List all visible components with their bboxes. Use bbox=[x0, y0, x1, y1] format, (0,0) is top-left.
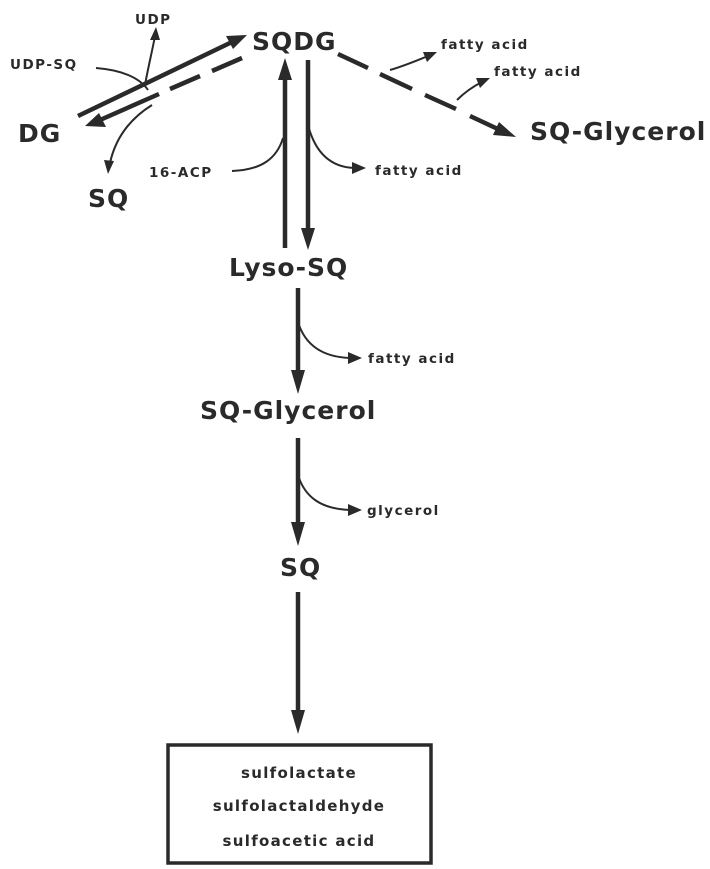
node-sq-glycerol: SQ-Glycerol bbox=[200, 396, 376, 425]
label-fatty-acid-4: fatty acid bbox=[368, 351, 456, 367]
arrow-udp-output bbox=[144, 27, 160, 86]
arrow-fatty-acid-1-output bbox=[389, 52, 437, 71]
arrow-fatty-acid-3-output bbox=[307, 124, 366, 174]
label-16-acp: 16-ACP bbox=[149, 165, 213, 181]
label-fatty-acid-1: fatty acid bbox=[441, 37, 529, 53]
arrow-udp-sq-input bbox=[95, 67, 149, 91]
arrow-sqdg-to-sq-glycerol bbox=[337, 51, 516, 137]
product-sulfoacetic-acid: sulfoacetic acid bbox=[223, 832, 376, 850]
label-fatty-acid-3: fatty acid bbox=[375, 163, 463, 179]
label-fatty-acid-2: fatty acid bbox=[494, 64, 582, 80]
arrow-16-acp-input bbox=[231, 137, 284, 172]
label-glycerol: glycerol bbox=[367, 503, 440, 519]
arrow-sq-output bbox=[104, 104, 153, 174]
label-udp-sq: UDP-SQ bbox=[10, 57, 78, 73]
product-sulfolactaldehyde: sulfolactaldehyde bbox=[213, 797, 386, 815]
node-sq: SQ bbox=[280, 553, 321, 582]
arrow-sqdg-to-lyso-sq bbox=[301, 60, 315, 250]
label-udp: UDP bbox=[135, 12, 172, 28]
arrow-sqdg-to-dg bbox=[85, 55, 243, 127]
arrow-lyso-sq-to-sq-glycerol bbox=[291, 288, 305, 394]
product-sulfolactate: sulfolactate bbox=[241, 764, 357, 782]
arrow-fatty-acid-2-output bbox=[456, 78, 490, 101]
node-lyso-sq: Lyso-SQ bbox=[229, 253, 348, 282]
products-box: sulfolactate sulfolactaldehyde sulfoacet… bbox=[166, 743, 433, 865]
arrow-glycerol-output bbox=[297, 474, 362, 516]
arrow-fatty-acid-4-output bbox=[297, 321, 362, 364]
arrow-lyso-sq-to-sqdg bbox=[278, 58, 292, 248]
arrow-sq-to-products bbox=[291, 592, 305, 734]
arrow-sq-glycerol-to-sq bbox=[291, 438, 305, 546]
node-sq-glycerol-right: SQ-Glycerol bbox=[530, 117, 706, 146]
arrow-dg-to-sqdg bbox=[77, 35, 247, 119]
node-sqdg: SQDG bbox=[252, 27, 337, 56]
node-dg: DG bbox=[18, 119, 61, 148]
node-sq-top: SQ bbox=[88, 184, 129, 213]
